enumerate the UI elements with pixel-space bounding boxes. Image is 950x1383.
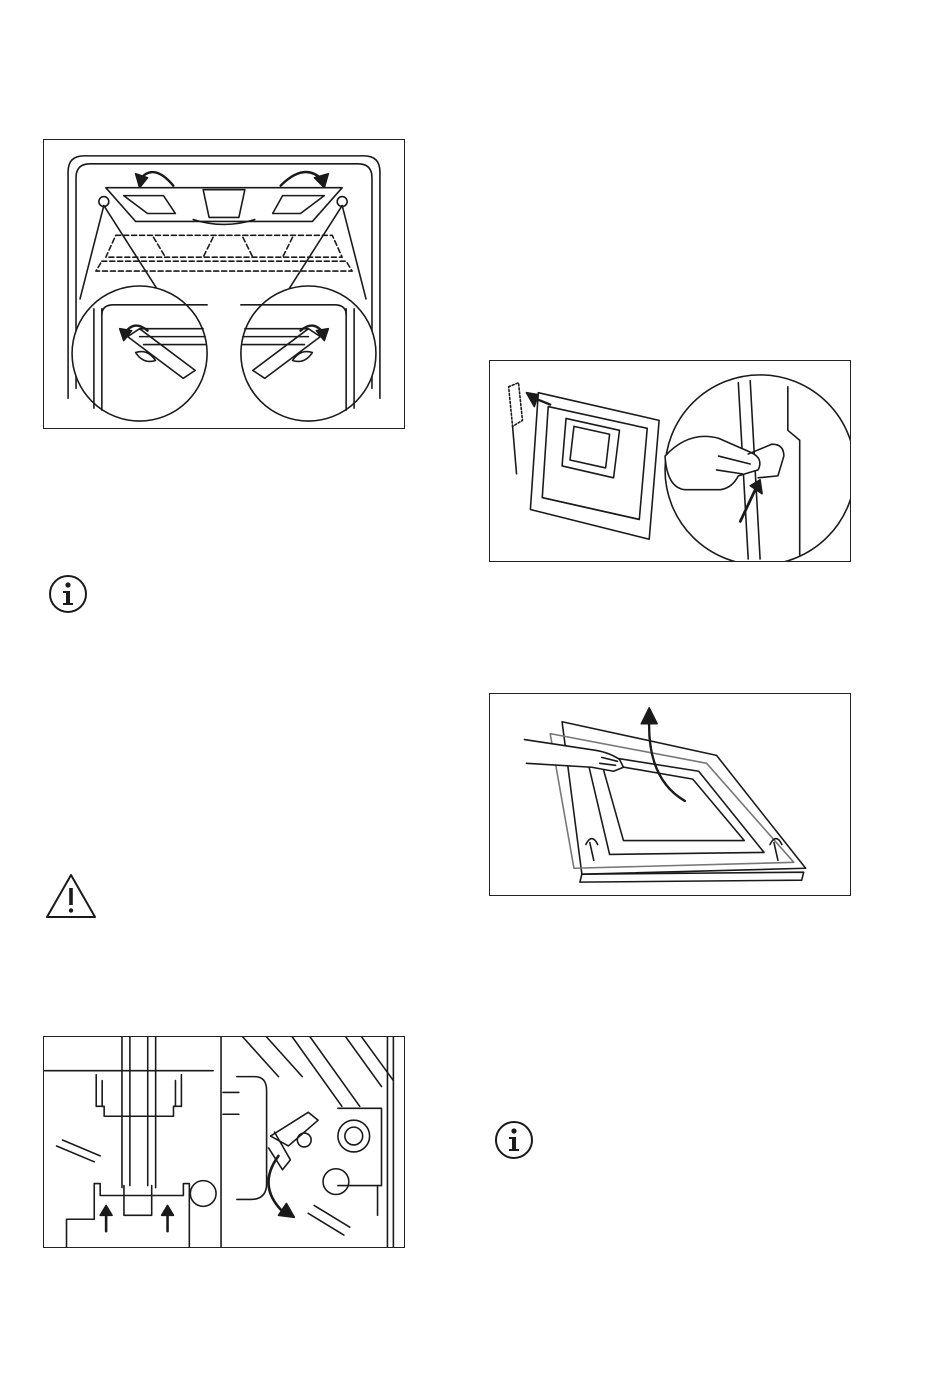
info-notice-1 — [48, 574, 88, 614]
figure-door-hinge-lift — [489, 360, 851, 562]
oven-grill-element-icon — [44, 140, 404, 428]
info-icon — [494, 1120, 534, 1160]
info-icon — [48, 574, 88, 614]
warning-icon — [44, 872, 98, 920]
door-catch-release-icon — [44, 1037, 404, 1247]
oven-door-hinge-icon — [490, 361, 850, 561]
warning-notice — [44, 872, 98, 920]
figure-door-catch-release — [43, 1036, 405, 1248]
figure-door-panel-remove — [489, 693, 851, 896]
info-notice-2 — [494, 1120, 534, 1160]
oven-door-panel-icon — [490, 694, 850, 895]
figure-grill-element-fold — [43, 139, 405, 429]
